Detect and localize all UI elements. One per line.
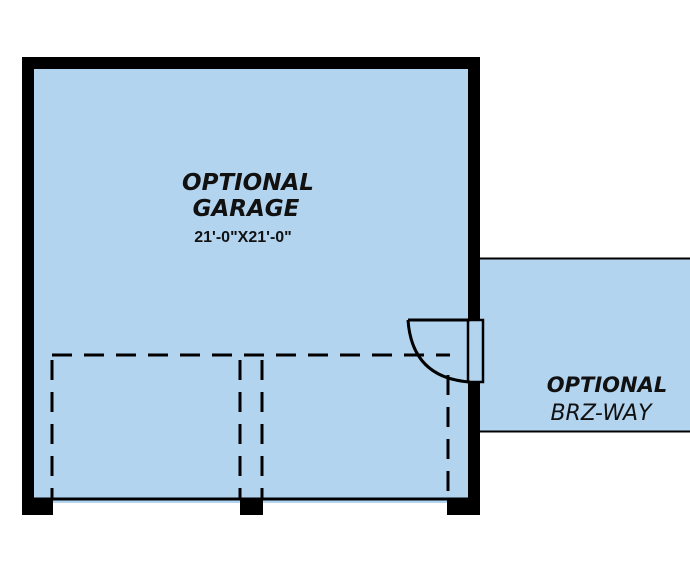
parking-bay-outlines [50,353,450,500]
breezeway-label-line1: OPTIONAL [547,373,667,397]
wall-stub-left [22,499,53,515]
garage-label-line2: GARAGE [193,196,300,222]
wall-stub-right [447,499,480,515]
breezeway-label-line2: BRZ-WAY [550,401,653,426]
garage-dimensions: 21'-0"X21'-0" [194,229,292,246]
garage-wall-lower [468,382,480,503]
wall-stub-center [240,499,263,515]
door-swing-arc [406,319,471,384]
entry-door[interactable] [406,318,485,384]
breezeway-room [478,257,690,433]
garage-room [22,57,485,515]
garage-label-line1: OPTIONAL [182,170,314,196]
